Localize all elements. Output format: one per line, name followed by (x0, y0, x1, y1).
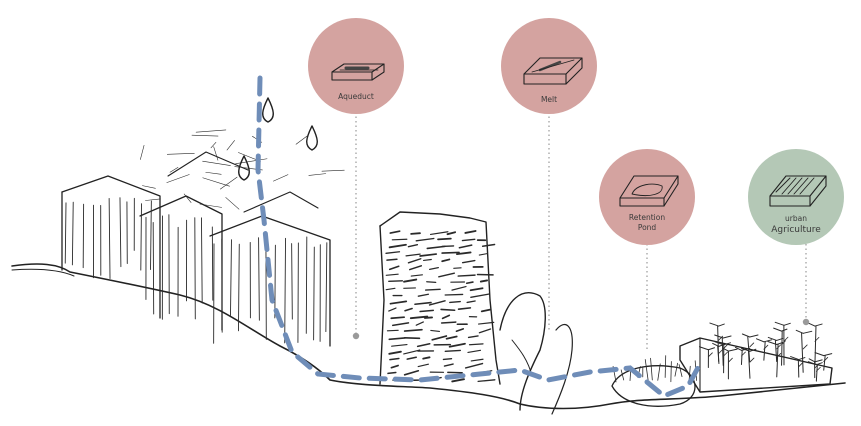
stone-wall-sketch (380, 212, 500, 384)
aqueduct-label: Aqueduct (338, 92, 374, 101)
building-sketch (62, 130, 344, 346)
melt-label: Melt (541, 95, 557, 104)
aqueduct-leader-dot (353, 333, 359, 339)
rock-sketch (500, 293, 572, 414)
retention-pond-label-line-1: Retention (629, 213, 665, 222)
melt-callout: Melt (501, 18, 597, 114)
urban-agriculture-callout: urban Agriculture (748, 149, 844, 245)
building-hatch (65, 198, 327, 344)
planter-sketch (680, 322, 832, 392)
retention-pond-label-line-2: Pond (638, 223, 657, 232)
urban-agriculture-label-line-2: Agriculture (771, 225, 821, 235)
stone-texture (386, 231, 495, 381)
water-drop-icon (307, 126, 318, 150)
urban-agriculture-label-line-1: urban (785, 214, 807, 223)
leader-lines (356, 112, 806, 352)
ground-line (12, 264, 845, 409)
urban-agriculture-leader-dot (803, 319, 809, 325)
plants (699, 322, 831, 381)
sun-rays (140, 130, 344, 209)
aqueduct-callout: Aqueduct (308, 18, 404, 114)
retention-pond-callout: Retention Pond (599, 149, 695, 245)
water-drops (239, 98, 318, 180)
water-drop-icon (263, 98, 274, 122)
